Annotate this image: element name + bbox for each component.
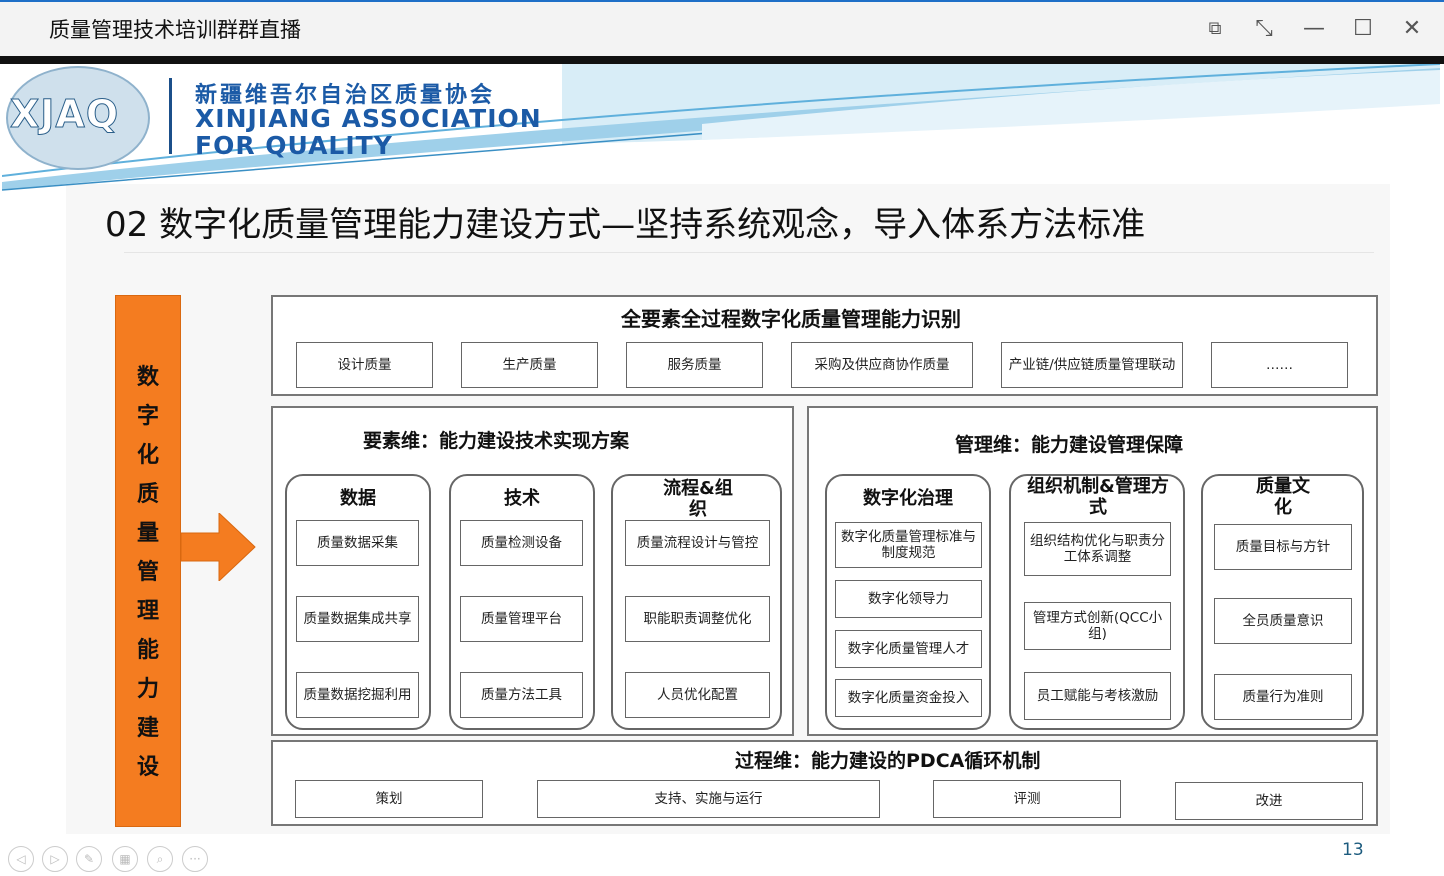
data-column: 数据 质量数据采集 质量数据集成共享 质量数据挖掘利用 (285, 474, 431, 730)
window-titlebar: 质量管理技术培训群群直播 ⧉ ⤡ — ☐ ✕ (0, 0, 1444, 56)
fullscreen-icon[interactable]: ⤡ (1255, 16, 1273, 41)
quality-culture-column-title: 质量文化 (1256, 476, 1310, 518)
element-dimension-title: 要素维：能力建设技术实现方案 (363, 430, 630, 452)
header-swoosh (2, 64, 1440, 191)
technology-column: 技术 质量检测设备 质量管理平台 质量方法工具 (449, 474, 595, 730)
vertical-label-char: 力 (136, 677, 159, 702)
org-name-en-line2: FOR QUALITY (195, 131, 393, 160)
right-arrow-icon (181, 513, 256, 581)
slide: XJAQ 新疆维吾尔自治区质量协会 XINJIANG ASSOCIATION F… (2, 64, 1440, 876)
process-dimension-box: 过程维：能力建设的PDCA循环机制 策划 支持、实施与运行 评测 改进 (271, 740, 1378, 826)
vertical-label-char: 能 (136, 638, 159, 663)
capability-identification-box: 全要素全过程数字化质量管理能力识别 设计质量 生产质量 服务质量 采购及供应商协… (271, 295, 1378, 396)
vertical-label-char: 化 (136, 443, 159, 468)
vertical-label-char: 数 (136, 365, 159, 390)
logo-divider (169, 78, 172, 154)
element-item: 质量方法工具 (460, 672, 583, 718)
logo-text: XJAQ (9, 92, 120, 137)
mgmt-item: 数字化领导力 (835, 580, 982, 618)
next-slide-icon[interactable]: ▷ (42, 846, 68, 872)
vertical-label-char: 量 (136, 521, 159, 546)
pdca-item: 支持、实施与运行 (537, 780, 880, 818)
mgmt-item: 数字化质量资金投入 (835, 679, 982, 717)
element-item: 质量数据采集 (296, 520, 419, 566)
mgmt-item: 组织结构优化与职责分工体系调整 (1024, 522, 1171, 576)
element-dimension-box: 要素维：能力建设技术实现方案 数据 质量数据采集 质量数据集成共享 质量数据挖掘… (271, 406, 794, 736)
org-mechanism-column: 组织机制&管理方式 组织结构优化与职责分工体系调整 管理方式创新(QCC小组) … (1009, 474, 1185, 730)
top-item: 采购及供应商协作质量 (791, 342, 973, 388)
mgmt-item: 数字化质量管理标准与制度规范 (835, 522, 982, 568)
management-dimension-box: 管理维：能力建设管理保障 数字化治理 数字化质量管理标准与制度规范 数字化领导力… (807, 406, 1378, 736)
title-divider (124, 252, 1374, 253)
vertical-label-char: 质 (136, 482, 159, 507)
mgmt-item: 质量目标与方针 (1214, 524, 1352, 570)
pen-icon[interactable]: ✎ (76, 846, 102, 872)
pdca-item: 策划 (295, 780, 483, 818)
minimize-icon[interactable]: — (1303, 16, 1325, 41)
vertical-label-char: 字 (136, 404, 159, 429)
org-name-cn: 新疆维吾尔自治区质量协会 (195, 83, 496, 108)
mgmt-item: 数字化质量管理人才 (835, 630, 982, 668)
technology-column-title: 技术 (504, 488, 540, 509)
mgmt-item: 员工赋能与考核激励 (1024, 672, 1171, 720)
top-item: …… (1211, 342, 1348, 388)
element-item: 质量管理平台 (460, 596, 583, 642)
top-item: 设计质量 (296, 342, 433, 388)
zoom-icon[interactable]: ⌕ (147, 846, 173, 872)
process-dimension-title: 过程维：能力建设的PDCA循环机制 (735, 750, 1041, 772)
more-options-icon[interactable]: ··· (182, 846, 208, 872)
pdca-item: 评测 (933, 780, 1121, 818)
slide-title: 02 数字化质量管理能力建设方式—坚持系统观念，导入体系方法标准 (105, 205, 1146, 245)
org-name-en-line1: XINJIANG ASSOCIATION (195, 104, 542, 133)
picture-in-picture-icon[interactable]: ⧉ (1208, 18, 1222, 39)
window-title: 质量管理技术培训群群直播 (49, 18, 301, 42)
element-item: 职能职责调整优化 (625, 596, 770, 642)
vertical-label-char: 理 (136, 599, 159, 624)
element-item: 质量检测设备 (460, 520, 583, 566)
org-mechanism-column-title: 组织机制&管理方式 (1027, 476, 1169, 518)
element-item: 质量流程设计与管控 (625, 520, 770, 566)
slide-view-icon[interactable]: ▦ (112, 846, 138, 872)
management-dimension-title: 管理维：能力建设管理保障 (955, 434, 1184, 456)
page-number: 13 (1342, 840, 1364, 860)
video-top-bar (0, 56, 1444, 64)
top-item: 产业链/供应链质量管理联动 (1001, 342, 1183, 388)
vertical-label-char: 设 (136, 755, 159, 780)
element-item: 质量数据集成共享 (296, 596, 419, 642)
process-org-column-title: 流程&组织 (663, 478, 733, 520)
logo-globe (6, 66, 150, 170)
close-icon[interactable]: ✕ (1402, 16, 1422, 41)
data-column-title: 数据 (340, 488, 376, 509)
element-item: 质量数据挖掘利用 (296, 672, 419, 718)
capability-identification-title: 全要素全过程数字化质量管理能力识别 (621, 307, 961, 331)
mgmt-item: 管理方式创新(QCC小组) (1024, 602, 1171, 650)
vertical-label-char: 管 (136, 560, 159, 585)
maximize-icon[interactable]: ☐ (1353, 16, 1373, 41)
vertical-label-char: 建 (136, 716, 159, 741)
vertical-label-bar: 数 字 化 质 量 管 理 能 力 建 设 (115, 295, 181, 827)
quality-culture-column: 质量文化 质量目标与方针 全员质量意识 质量行为准则 (1201, 474, 1364, 730)
mgmt-item: 质量行为准则 (1214, 674, 1352, 720)
mgmt-item: 全员质量意识 (1214, 598, 1352, 644)
previous-slide-icon[interactable]: ◁ (8, 846, 34, 872)
digital-governance-column-title: 数字化治理 (863, 488, 953, 509)
element-item: 人员优化配置 (625, 672, 770, 718)
digital-governance-column: 数字化治理 数字化质量管理标准与制度规范 数字化领导力 数字化质量管理人才 数字… (825, 474, 991, 730)
top-item: 服务质量 (626, 342, 763, 388)
top-item: 生产质量 (461, 342, 598, 388)
process-org-column: 流程&组织 质量流程设计与管控 职能职责调整优化 人员优化配置 (611, 474, 782, 730)
pdca-item: 改进 (1175, 782, 1363, 820)
